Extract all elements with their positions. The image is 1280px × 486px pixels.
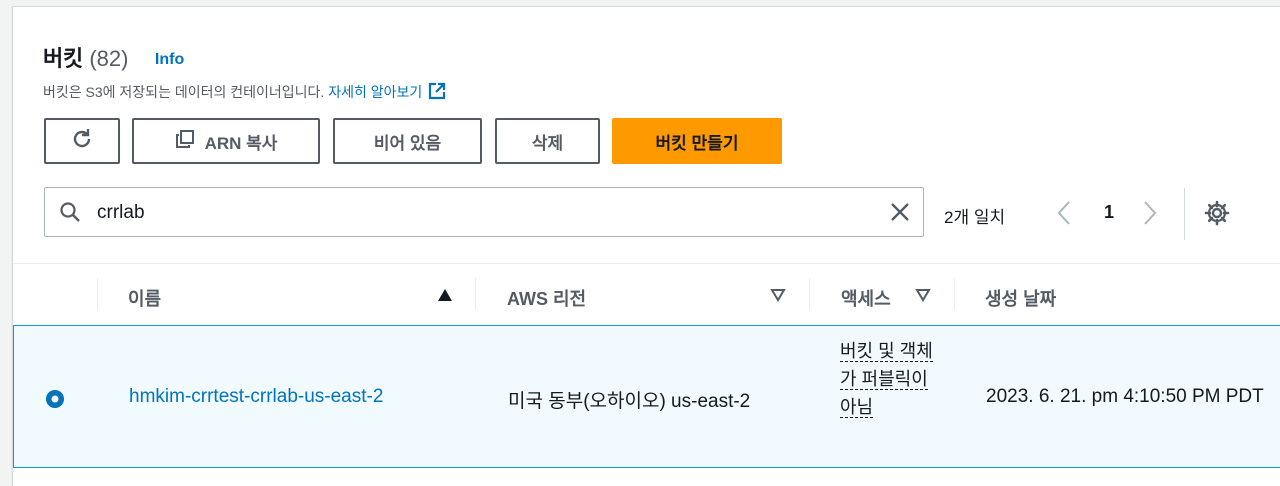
radio-selected-icon[interactable]	[44, 388, 66, 415]
delete-bucket-button[interactable]: 삭제	[495, 118, 600, 164]
copy-arn-button[interactable]: ARN 복사	[132, 118, 320, 164]
sort-icon[interactable]	[770, 288, 786, 307]
column-divider	[954, 278, 955, 310]
close-icon[interactable]	[889, 201, 911, 228]
table-row[interactable]: hmkim-crrtest-crrlab-us-east-2 미국 동부(오하이…	[13, 325, 1280, 468]
bucket-access: 버킷 및 객체가 퍼블릭이 아님	[840, 337, 936, 421]
column-header-created[interactable]: 생성 날짜	[985, 289, 1057, 309]
column-divider	[97, 278, 98, 310]
create-bucket-button[interactable]: 버킷 만들기	[612, 118, 782, 164]
create-bucket-label: 버킷 만들기	[655, 133, 739, 153]
match-count: 2개 일치	[944, 208, 1006, 227]
column-header-region[interactable]: AWS 리전	[507, 289, 587, 309]
chevron-right-icon[interactable]	[1143, 200, 1157, 231]
gear-icon[interactable]	[1204, 200, 1230, 231]
column-header-access[interactable]: 액세스	[841, 289, 891, 309]
current-page[interactable]: 1	[1104, 202, 1115, 222]
refresh-icon	[71, 128, 93, 155]
search-input[interactable]	[95, 196, 879, 230]
bucket-created-date: 2023. 6. 21. pm 4:10:50 PM PDT	[986, 386, 1264, 407]
chevron-left-icon[interactable]	[1057, 200, 1071, 231]
bucket-name-link[interactable]: hmkim-crrtest-crrlab-us-east-2	[129, 386, 384, 407]
description-text: 버킷은 S3에 저장되는 데이터의 컨테이너입니다.	[43, 84, 325, 100]
info-link[interactable]: Info	[154, 51, 185, 68]
bucket-region: 미국 동부(오하이오) us-east-2	[508, 391, 751, 412]
column-divider	[809, 278, 810, 310]
bucket-count: (82)	[89, 46, 129, 71]
toolbar-divider	[1184, 188, 1185, 240]
column-divider	[475, 278, 476, 310]
learn-more-link[interactable]: 자세히 알아보기	[328, 82, 446, 103]
copy-arn-label: ARN 복사	[204, 133, 278, 153]
table-header: 이름 AWS 리전 액세스 생성 날짜	[13, 263, 1280, 327]
empty-label: 비어 있음	[373, 133, 442, 153]
refresh-button[interactable]	[44, 118, 120, 164]
copy-icon	[175, 129, 195, 154]
access-text: 버킷 및 객체가 퍼블릭이 아님	[840, 341, 933, 418]
page-title: 버킷	[43, 46, 83, 71]
delete-label: 삭제	[531, 133, 564, 153]
panel-header: 버킷 (82) Info	[43, 41, 184, 73]
buckets-panel: 버킷 (82) Info 버킷은 S3에 저장되는 데이터의 컨테이너입니다. …	[12, 6, 1280, 486]
column-header-name[interactable]: 이름	[128, 289, 162, 309]
panel-description: 버킷은 S3에 저장되는 데이터의 컨테이너입니다. 자세히 알아보기	[43, 82, 446, 103]
search-box	[44, 187, 924, 237]
sort-icon[interactable]	[915, 288, 931, 307]
empty-bucket-button[interactable]: 비어 있음	[333, 118, 482, 164]
external-link-icon	[428, 82, 446, 103]
sort-ascending-icon[interactable]	[437, 288, 453, 307]
search-icon	[59, 201, 81, 228]
